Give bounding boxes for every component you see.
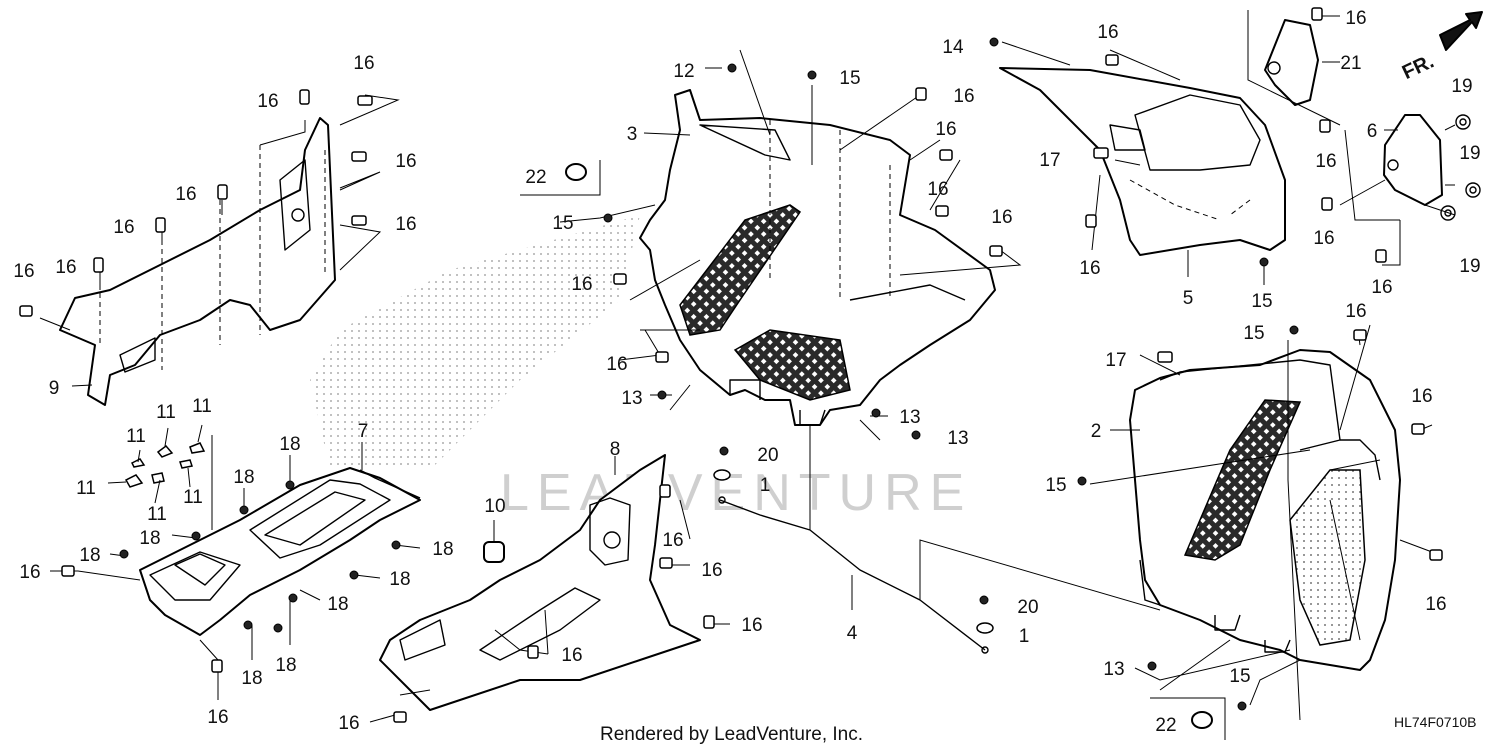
callout-16: 16: [395, 214, 416, 235]
callout-18: 18: [389, 569, 410, 590]
part-3-main-panel: [559, 49, 1022, 441]
callout-17: 17: [1039, 150, 1060, 171]
callout-16: 16: [353, 53, 374, 74]
callout-16: 16: [395, 151, 416, 172]
callout-16: 16: [1425, 594, 1446, 615]
callout-16: 16: [1079, 258, 1100, 279]
part-19-washers: [1440, 114, 1481, 221]
callout-18: 18: [432, 539, 453, 560]
callout-16: 16: [207, 707, 228, 728]
callout-11: 11: [147, 504, 167, 525]
callout-11: 11: [192, 396, 212, 417]
callout-15: 15: [1229, 666, 1250, 687]
callout-17: 17: [1105, 350, 1126, 371]
callout-16: 16: [927, 179, 948, 200]
callout-11: 11: [76, 478, 96, 499]
fr-label: FR.: [1399, 50, 1437, 84]
callout-16: 16: [741, 615, 762, 636]
callout-13: 13: [947, 428, 968, 449]
callout-11: 11: [183, 487, 203, 508]
part-22-plug: [520, 160, 601, 196]
part-21-bracket: [1247, 10, 1341, 126]
callout-21: 21: [1340, 53, 1361, 74]
callout-16: 16: [935, 119, 956, 140]
callout-18: 18: [79, 545, 100, 566]
part-5-upper-panel: [999, 41, 1286, 285]
callout-16: 16: [606, 354, 627, 375]
callout-1: 1: [760, 475, 771, 496]
callout-11: 11: [156, 402, 176, 423]
callout-15: 15: [1045, 475, 1066, 496]
callout-15: 15: [1243, 323, 1264, 344]
callout-16: 16: [1411, 386, 1432, 407]
callout-13: 13: [899, 407, 920, 428]
part-4-rod: [718, 425, 1161, 654]
diagram-code: HL74F0710B: [1394, 714, 1477, 730]
callout-2: 2: [1091, 421, 1102, 442]
callout-16: 16: [991, 207, 1012, 228]
callout-16: 16: [257, 91, 278, 112]
watermark: LEADVENTURE: [500, 464, 972, 522]
callout-16: 16: [113, 217, 134, 238]
callout-19: 19: [1459, 256, 1480, 277]
callout-10: 10: [484, 496, 505, 517]
callout-20: 20: [1017, 597, 1038, 618]
callout-16: 16: [701, 560, 722, 581]
callout-16: 16: [571, 274, 592, 295]
callout-6: 6: [1367, 121, 1378, 142]
callout-16: 16: [1313, 228, 1334, 249]
callout-3: 3: [627, 124, 638, 145]
callout-16: 16: [1345, 8, 1366, 29]
callout-16: 16: [1371, 277, 1392, 298]
callout-15: 15: [552, 213, 573, 234]
callout-11: 11: [126, 426, 146, 447]
callout-8: 8: [610, 439, 621, 460]
fasteners: [19, 7, 1443, 723]
callout-16: 16: [1097, 22, 1118, 43]
callout-18: 18: [241, 668, 262, 689]
callout-20: 20: [757, 445, 778, 466]
callout-18: 18: [327, 594, 348, 615]
callout-16: 16: [662, 530, 683, 551]
callout-13: 13: [621, 388, 642, 409]
callout-16: 16: [13, 261, 34, 282]
callout-4: 4: [847, 623, 858, 644]
callout-19: 19: [1459, 143, 1480, 164]
callout-18: 18: [279, 434, 300, 455]
callout-15: 15: [839, 68, 860, 89]
callout-14: 14: [942, 37, 964, 58]
dotted-shading: [310, 215, 640, 470]
callout-16: 16: [953, 86, 974, 107]
footer-credit: Rendered by LeadVenture, Inc.: [600, 724, 863, 745]
front-direction-arrow: FR.: [1399, 11, 1483, 84]
part-9-side-panel: [39, 94, 400, 406]
callout-13: 13: [1103, 659, 1124, 680]
callout-9: 9: [49, 378, 60, 399]
part-10-grommet: [483, 520, 505, 563]
callout-16: 16: [1345, 301, 1366, 322]
part-22-plug-lower: [1150, 697, 1226, 740]
callout-16: 16: [338, 713, 359, 734]
callout-12: 12: [673, 61, 694, 82]
callout-22: 22: [525, 167, 546, 188]
part-2-side-panel: [1089, 324, 1441, 721]
callout-22: 22: [1155, 715, 1176, 736]
callout-19: 19: [1451, 76, 1472, 97]
part-6-bracket: [1339, 114, 1456, 266]
callout-16: 16: [55, 257, 76, 278]
part-8-lower-panel: [369, 454, 730, 723]
callout-5: 5: [1183, 288, 1194, 309]
callout-16: 16: [1315, 151, 1336, 172]
callout-16: 16: [175, 184, 196, 205]
callout-16: 16: [561, 645, 582, 666]
callout-16: 16: [19, 562, 40, 583]
callout-18: 18: [139, 528, 160, 549]
callout-18: 18: [233, 467, 254, 488]
callout-1: 1: [1019, 626, 1030, 647]
callout-15: 15: [1251, 291, 1272, 312]
callout-18: 18: [275, 655, 296, 676]
callout-7: 7: [358, 421, 369, 442]
